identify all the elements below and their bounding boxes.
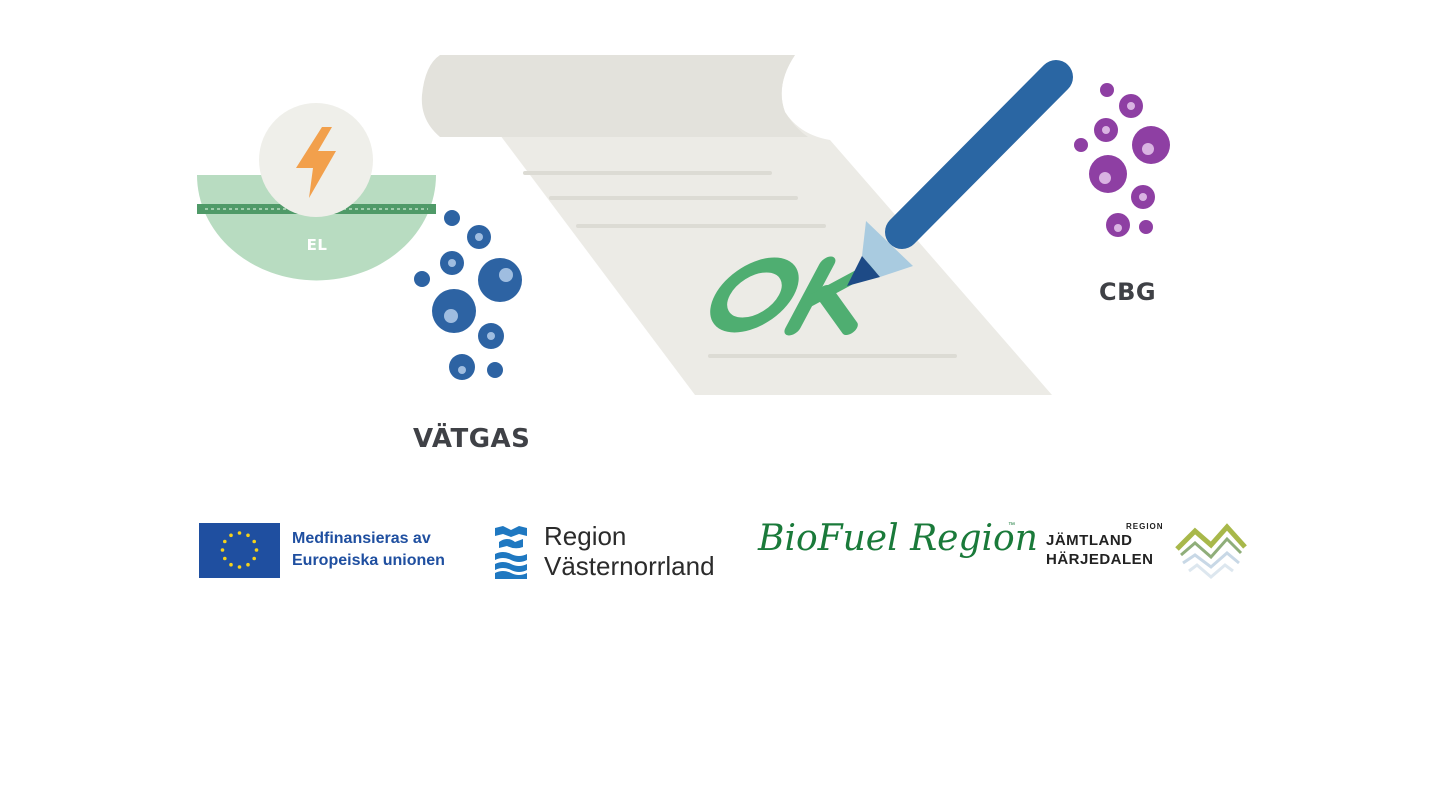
eu-line2: Europeiska unionen xyxy=(292,552,445,569)
eu-flag-icon xyxy=(199,523,280,578)
region-vasternorrland-icon xyxy=(493,524,529,579)
pen-icon xyxy=(847,60,1073,286)
region-vasternorrland-text: Region Västernorrland xyxy=(544,521,715,581)
biofuel-trademark: ™ xyxy=(1008,522,1015,529)
eu-line1: Medfinansieras av xyxy=(292,530,431,547)
rjh-line1: JÄMTLAND xyxy=(1046,532,1133,549)
rjh-region-label: REGION xyxy=(1126,522,1164,531)
eu-cofunding-text: Medfinansieras av Europeiska unionen xyxy=(292,528,445,572)
el-semicircle xyxy=(197,103,436,281)
hydrogen-bubbles xyxy=(414,210,522,380)
cbg-label: CBG xyxy=(1099,278,1157,306)
rvn-line2: Västernorrland xyxy=(544,551,715,581)
lightning-bolt-icon xyxy=(296,127,336,198)
vatgas-label: VÄTGAS xyxy=(413,424,531,454)
rjh-line2: HÄRJEDALEN xyxy=(1046,551,1154,568)
biofuel-region-logo: BioFuel Region xyxy=(758,518,1038,559)
el-label: EL xyxy=(306,236,328,254)
document-icon xyxy=(421,55,1052,395)
ok-stamp xyxy=(710,256,887,336)
jamtland-mountains-icon xyxy=(1175,521,1247,581)
cbg-bubbles xyxy=(1074,83,1170,237)
rvn-line1: Region xyxy=(544,521,627,551)
